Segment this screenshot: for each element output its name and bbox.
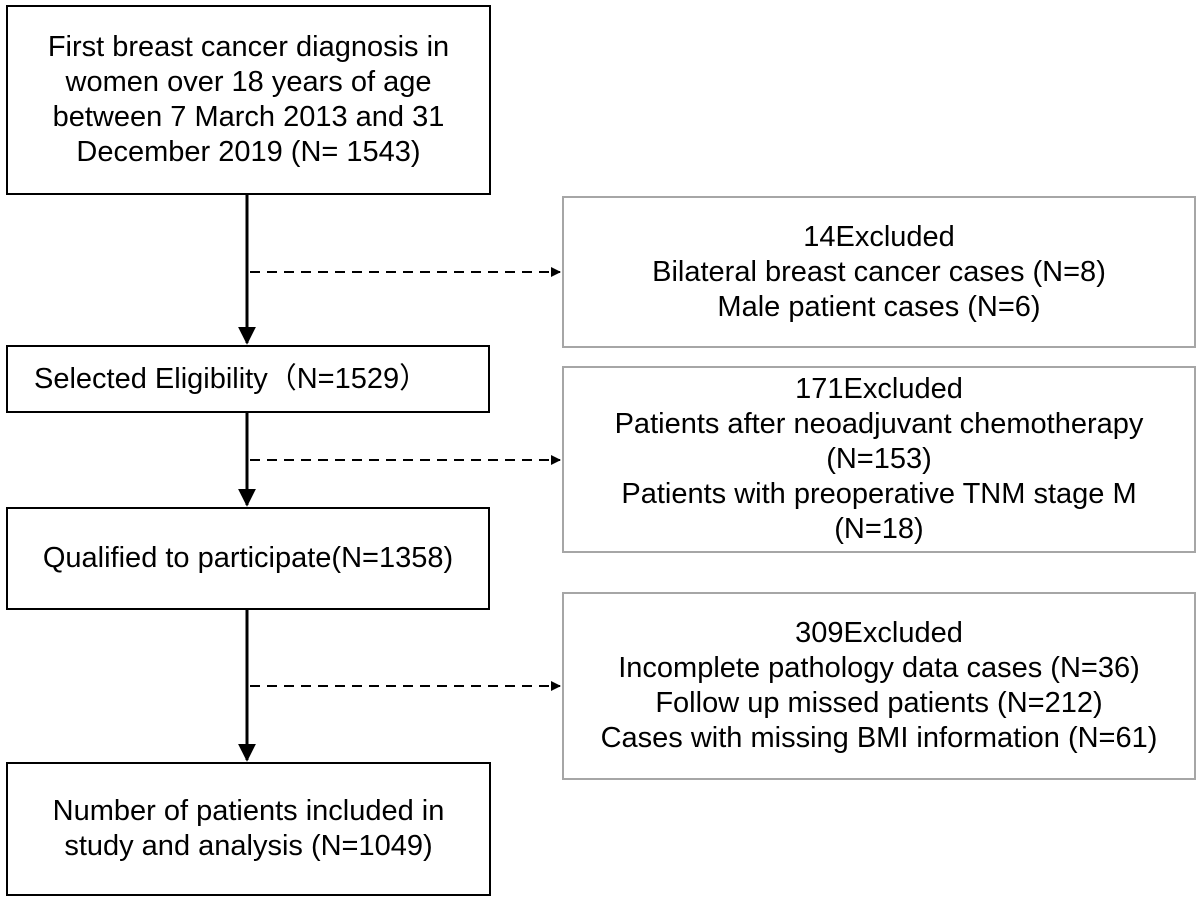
exclusion-box-3: 309Excluded Incomplete pathology data ca… (562, 592, 1196, 780)
exclusion-reason: Male patient cases (N=6) (717, 290, 1041, 323)
exclusion-box-1: 14Excluded Bilateral breast cancer cases… (562, 196, 1196, 348)
exclusion-reason: Patients after neoadjuvant chemotherapy (614, 408, 1144, 440)
exclusion-title: 171Excluded (795, 373, 963, 405)
final-cohort-text: Number of patients included in study and… (52, 795, 445, 862)
exclusion-reason: Bilateral breast cancer cases (N=8) (652, 255, 1106, 288)
exclusion-reason: Cases with missing BMI information (N=61… (600, 722, 1158, 754)
initial-population-box: First breast cancer diagnosis in women o… (6, 5, 491, 195)
qualified-box: Qualified to participate(N=1358) (6, 507, 490, 610)
exclusion-count: (N=153) (826, 443, 932, 475)
final-cohort-box: Number of patients included in study and… (6, 762, 491, 896)
initial-population-text: First breast cancer diagnosis in women o… (47, 31, 450, 168)
exclusion-box-2: 171Excluded Patients after neoadjuvant c… (562, 366, 1196, 553)
selected-eligibility-text: Selected Eligibility（N=1529） (34, 362, 429, 395)
selected-eligibility-box: Selected Eligibility（N=1529） (6, 345, 490, 413)
exclusion-count: (N=18) (834, 513, 924, 545)
exclusion-reason: Follow up missed patients (N=212) (655, 687, 1103, 719)
exclusion-reason: Patients with preoperative TNM stage M (621, 478, 1137, 510)
exclusion-reason: Incomplete pathology data cases (N=36) (618, 652, 1140, 684)
exclusion-title: 309Excluded (795, 617, 963, 649)
qualified-text: Qualified to participate(N=1358) (42, 542, 454, 574)
exclusion-title: 14Excluded (803, 220, 955, 253)
